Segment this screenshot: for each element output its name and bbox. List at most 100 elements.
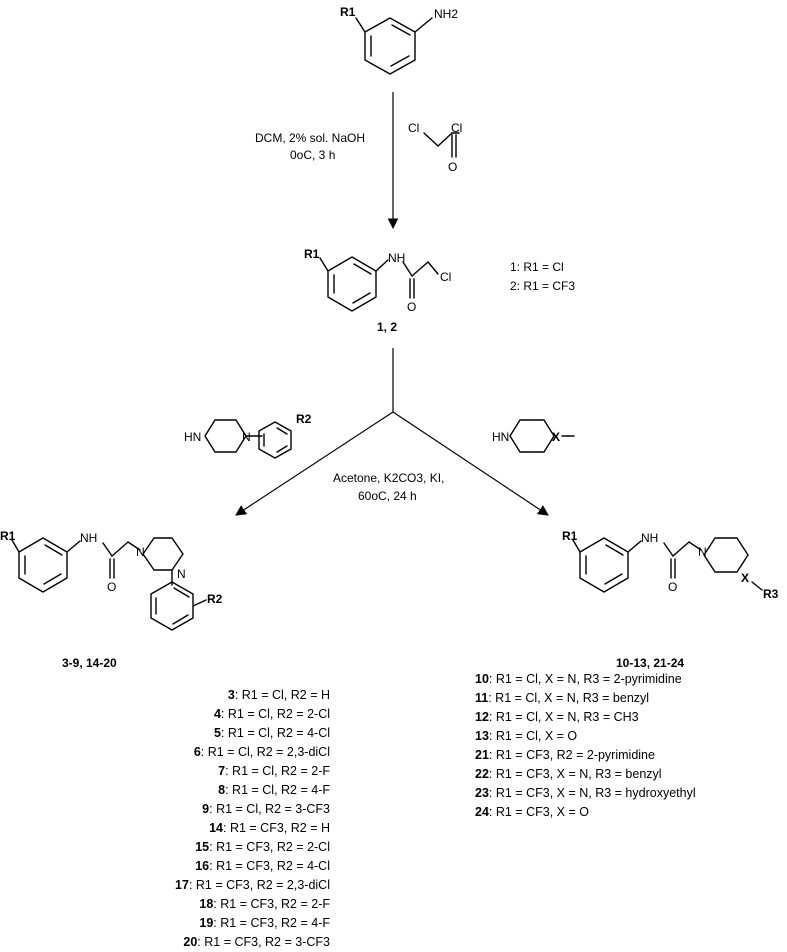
variant-text: R1 = Cl, R2 = 4-Cl bbox=[227, 726, 330, 740]
variant-text: R1 = CF3, R2 = 2-F bbox=[220, 897, 330, 911]
variant-row: 5: R1 = Cl, R2 = 4-Cl bbox=[213, 726, 330, 740]
right-reagent-x: X bbox=[552, 430, 560, 444]
variant-row: 3: R1 = Cl, R2 = H bbox=[227, 688, 330, 702]
variant-text: R1 = Cl, R2 = 3-CF3 bbox=[216, 802, 330, 816]
variant-number: 8 bbox=[218, 783, 226, 797]
variant-row: 24: R1 = CF3, X = O bbox=[475, 805, 589, 819]
variant-text: R1 = CF3, R2 = 4-F bbox=[220, 916, 330, 930]
step1-condition-1: DCM, 2% sol. NaOH bbox=[255, 131, 365, 145]
left-product-nh: NH bbox=[80, 531, 97, 545]
variant-row: 23: R1 = CF3, X = N, R3 = hydroxyethyl bbox=[475, 786, 696, 800]
variant-number: 18 bbox=[199, 897, 214, 911]
variant-number: 23 bbox=[475, 786, 489, 800]
intermediate-cl: Cl bbox=[440, 270, 451, 284]
left-product-n1: N bbox=[136, 545, 145, 559]
variant-number: 19 bbox=[199, 916, 214, 930]
variant-row: 14: R1 = CF3, R2 = H bbox=[209, 821, 330, 835]
variant-text: R1 = CF3, R2 = 2-pyrimidine bbox=[495, 748, 655, 762]
left-variants-list: 3: R1 = Cl, R2 = H 4: R1 = Cl, R2 = 2-Cl 5… bbox=[175, 686, 330, 952]
right-product-id: 10-13, 21-24 bbox=[616, 656, 684, 670]
variant-row: 16: R1 = CF3, R2 = 4-Cl bbox=[195, 859, 330, 873]
left-reagent-n: N bbox=[242, 430, 251, 444]
variant-text: R1 = Cl, R2 = 2-F bbox=[232, 764, 330, 778]
variant-number: 15 bbox=[195, 840, 210, 854]
variant-text: R1 = CF3, R2 = H bbox=[229, 821, 330, 835]
right-variants-list: 10: R1 = Cl, X = N, R3 = 2-pyrimidine 11:… bbox=[475, 670, 696, 822]
variant-text: R1 = Cl, R2 = 4-F bbox=[232, 783, 330, 797]
variant-text: R1 = Cl, R2 = 2,3-diCl bbox=[207, 745, 330, 759]
variant-number: 3 bbox=[227, 688, 235, 702]
left-reagent-arylpiperazine: HN N R2 bbox=[184, 412, 312, 459]
variant-row: 6: R1 = Cl, R2 = 2,3-diCl bbox=[193, 745, 330, 759]
left-product-id: 3-9, 14-20 bbox=[62, 656, 117, 670]
variant-text: R1 = Cl, X = O bbox=[495, 729, 578, 743]
intermediate-id: 1, 2 bbox=[377, 320, 397, 334]
variant-number: 14 bbox=[209, 821, 223, 835]
variant-number: 13 bbox=[475, 729, 489, 743]
variant-text: R1 = CF3, X = N, R3 = benzyl bbox=[495, 767, 662, 781]
variant-number: 10 bbox=[475, 672, 489, 686]
variant-number: 7 bbox=[218, 764, 226, 778]
variant-row: 21: R1 = CF3, R2 = 2-pyrimidine bbox=[475, 748, 655, 762]
variant-row: 9: R1 = Cl, R2 = 3-CF3 bbox=[202, 802, 330, 816]
variant-row: 17: R1 = CF3, R2 = 2,3-diCl bbox=[175, 878, 330, 892]
variant-text: R1 = CF3, X = N, R3 = hydroxyethyl bbox=[495, 786, 696, 800]
variant-text: R1 = CF3, X = O bbox=[495, 805, 589, 819]
reagent-o: O bbox=[448, 160, 457, 174]
variant-row: 15: R1 = CF3, R2 = 2-Cl bbox=[195, 840, 330, 854]
intermediate-r1: R1 bbox=[304, 247, 320, 261]
left-product-n2: N bbox=[177, 567, 186, 581]
left-reagent-hn: HN bbox=[184, 430, 201, 444]
intermediate-o: O bbox=[407, 300, 416, 314]
right-reagent-hn: HN bbox=[492, 430, 509, 444]
left-product-structure: R1 NH O N N R2 bbox=[0, 529, 223, 631]
start-r1-label: R1 bbox=[340, 5, 356, 19]
variant-text: R1 = Cl, X = N, R3 = benzyl bbox=[495, 691, 650, 705]
variant-text: R1 = Cl, R2 = 2-Cl bbox=[227, 707, 330, 721]
chloroacetyl-chloride: Cl Cl O bbox=[408, 121, 462, 174]
variant-row: 8: R1 = Cl, R2 = 4-F bbox=[218, 783, 330, 797]
right-product-r3: R3 bbox=[763, 587, 779, 601]
step2-condition-1: Acetone, K2CO3, KI, bbox=[333, 471, 444, 485]
right-product-n1: N bbox=[698, 545, 707, 559]
variant-number: 16 bbox=[195, 859, 210, 873]
variant-row: 20: R1 = CF3, R2 = 3-CF3 bbox=[183, 935, 330, 949]
right-reagent-heterocycle: HN X bbox=[492, 419, 575, 453]
variant-row: 11: R1 = Cl, X = N, R3 = benzyl bbox=[475, 691, 650, 705]
variant-row: 19: R1 = CF3, R2 = 4-F bbox=[199, 916, 330, 930]
variant-number: 4 bbox=[213, 707, 221, 721]
right-product-x: X bbox=[741, 571, 749, 585]
variant-row: 13: R1 = Cl, X = O bbox=[475, 729, 578, 743]
variant-number: 9 bbox=[202, 802, 210, 816]
variant-number: 11 bbox=[475, 691, 489, 705]
arrow-to-left-product bbox=[235, 411, 394, 516]
step2-condition-2: 60oC, 24 h bbox=[358, 489, 417, 503]
intermediate-structure: R1 NH O Cl bbox=[304, 247, 451, 314]
variant-row: 12: R1 = Cl, X = N, R3 = CH3 bbox=[475, 710, 639, 724]
variant-text: R1 = CF3, R2 = 4-Cl bbox=[216, 859, 330, 873]
variant-number: 5 bbox=[213, 726, 221, 740]
intermediate-variant-2: 2: R1 = CF3 bbox=[510, 279, 575, 293]
right-product-o: O bbox=[668, 580, 677, 594]
variant-row: 18: R1 = CF3, R2 = 2-F bbox=[199, 897, 330, 911]
variant-text: R1 = Cl, X = N, R3 = 2-pyrimidine bbox=[495, 672, 682, 686]
arrow-to-right-product bbox=[392, 411, 549, 516]
variant-text: R1 = Cl, R2 = H bbox=[241, 688, 330, 702]
variant-row: 4: R1 = Cl, R2 = 2-Cl bbox=[213, 707, 330, 721]
reagent-cl-1: Cl bbox=[408, 121, 419, 135]
variant-number: 22 bbox=[475, 767, 489, 781]
variant-row: 22: R1 = CF3, X = N, R3 = benzyl bbox=[475, 767, 662, 781]
right-product-nh: NH bbox=[641, 531, 658, 545]
variant-text: R1 = CF3, R2 = 2-Cl bbox=[216, 840, 330, 854]
variant-row: 10: R1 = Cl, X = N, R3 = 2-pyrimidine bbox=[475, 672, 682, 686]
left-product-r1: R1 bbox=[0, 529, 16, 543]
variant-text: R1 = Cl, X = N, R3 = CH3 bbox=[495, 710, 639, 724]
variant-number: 17 bbox=[175, 878, 189, 892]
variant-number: 12 bbox=[475, 710, 489, 724]
left-reagent-r2: R2 bbox=[296, 412, 312, 426]
variant-row: 7: R1 = Cl, R2 = 2-F bbox=[218, 764, 330, 778]
reagent-cl-2: Cl bbox=[451, 121, 462, 135]
variant-text: R1 = CF3, R2 = 2,3-diCl bbox=[195, 878, 330, 892]
intermediate-nh: NH bbox=[388, 251, 405, 265]
